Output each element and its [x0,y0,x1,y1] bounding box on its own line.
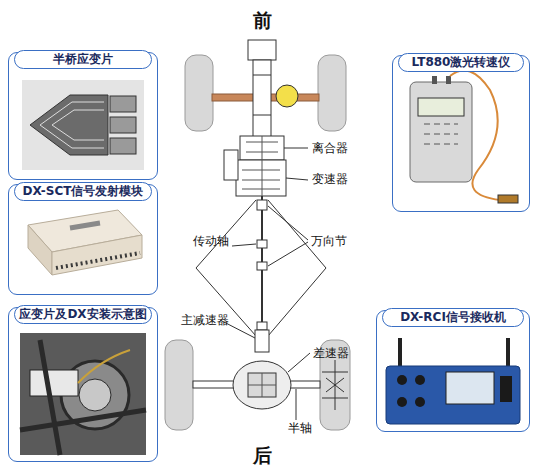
receiver-port [500,376,512,402]
tacho-plug [446,76,451,84]
tacho-screen [418,98,464,116]
main-reducer [255,330,269,352]
part-label: 离合器 [312,141,348,155]
antenna [398,338,402,368]
leader-line [220,320,310,420]
panel-heading: DX-SCT信号发射模块 [14,182,152,201]
yellow-part [276,85,298,107]
module-logo [70,223,100,228]
universal-joint [257,200,267,210]
gauge-line [40,102,104,148]
install-part [79,379,111,411]
engine-line [253,75,271,76]
universal-joint [257,262,267,270]
engine-line [253,115,271,116]
connector [415,375,425,385]
differential-core [248,373,276,397]
install-photo [20,333,146,455]
install-module [30,370,78,396]
part-label: 主减速器 [181,313,229,327]
receiver-screen [446,372,494,404]
tacho-body [410,82,472,182]
install-wire [78,350,130,383]
photo-panel: DX-RCI信号接收机 [376,310,530,432]
part-label: 万向节 [311,234,347,248]
gauge-pad [110,96,136,112]
engine-part [248,40,276,60]
photo-panel: 半桥应变片 [8,52,158,180]
front-wheel [185,55,213,131]
leader-line [284,148,308,180]
panel-heading: DX-RCI信号接收机 [382,308,524,327]
engine-part [253,60,271,138]
gearbox-box [236,160,286,196]
part-label: 差速器 [313,346,349,360]
hub-detail [322,360,348,410]
tacho-keys [424,124,458,144]
direction-label: 前 [253,9,272,31]
module-pins [56,253,140,268]
leader-line [232,206,308,266]
install-shaft [20,340,146,455]
gearbox-detail [242,136,280,196]
universal-joint [257,322,267,330]
module-front [52,235,142,275]
receiver-body [386,366,520,424]
module-side [28,225,52,275]
gauge-pad [110,138,136,154]
differential-detail [248,373,276,397]
gauge-photo [22,80,144,170]
antenna [506,338,510,368]
gauge-grid [30,95,108,155]
rear-wheel [165,340,193,430]
tacho-probe [498,195,518,203]
gearbox-side [224,150,238,180]
panel-heading: 半桥应变片 [14,50,152,69]
panel-heading: 应变片及DX安装示意图 [14,305,152,324]
part-label: 变速器 [312,172,348,186]
direction-label: 后 [253,444,272,466]
panel-heading: LT880激光转速仪 [398,53,524,72]
differential [233,361,291,409]
photo-panel: LT880激光转速仪 [392,55,530,212]
connector [415,397,425,407]
part-label: 传动轴 [193,234,229,248]
tacho-cable [450,70,500,200]
tacho-plug [432,76,437,84]
connector [397,375,407,385]
photo-panel: 应变片及DX安装示意图 [8,307,158,462]
photo-panel: DX-SCT信号发射模块 [8,184,158,295]
front-wheel [318,55,346,131]
part-label: 半轴 [288,421,312,435]
connector [397,397,407,407]
universal-joint [257,240,267,248]
gauge-pad [110,117,136,133]
